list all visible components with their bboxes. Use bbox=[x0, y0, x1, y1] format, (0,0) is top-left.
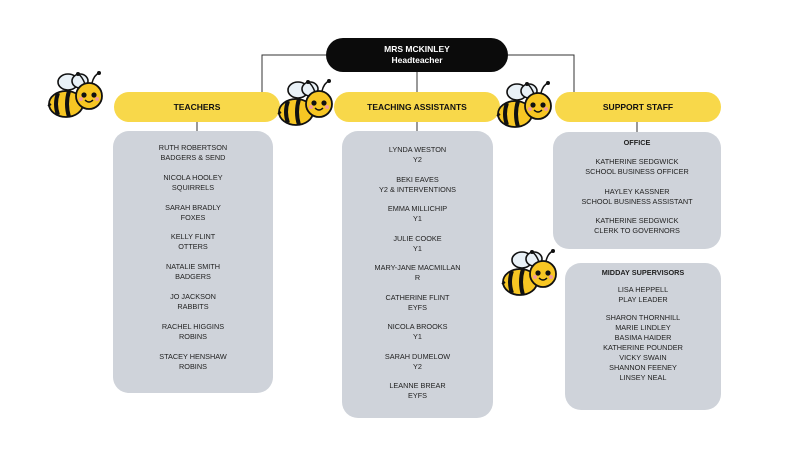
staff-role: OTTERS bbox=[178, 242, 208, 252]
staff-name: KATHERINE SEDGWICK bbox=[595, 157, 679, 166]
category-support-staff: SUPPORT STAFF bbox=[555, 92, 721, 122]
staff-name: RUTH ROBERTSON bbox=[158, 143, 228, 152]
staff-role: Y1 bbox=[413, 243, 422, 253]
staff-name: LISA HEPPELL bbox=[617, 285, 669, 294]
staff-role: Y2 & INTERVENTIONS bbox=[379, 184, 456, 194]
staff-name: LINSEY NEAL bbox=[619, 373, 667, 382]
staff-name: SARAH BRADLY bbox=[165, 202, 221, 212]
staff-name: STACEY HENSHAW bbox=[159, 351, 227, 361]
category-teaching-assistants: TEACHING ASSISTANTS bbox=[334, 92, 500, 122]
staff-name: NICOLA HOOLEY bbox=[163, 172, 223, 182]
supervisor-group: SHARON THORNHILL MARIE LINDLEY BASIMA HA… bbox=[603, 313, 683, 383]
staff-role: BADGERS & SEND bbox=[160, 153, 226, 162]
staff-role: ROBINS bbox=[179, 361, 207, 371]
staff-role: Y1 bbox=[413, 332, 422, 341]
staff-role: CLERK TO GOVERNORS bbox=[594, 226, 680, 236]
staff-name: LYNDA WESTON bbox=[388, 145, 447, 154]
staff-name: SARAH DUMELOW bbox=[384, 351, 451, 361]
staff-role: RABBITS bbox=[177, 301, 209, 311]
staff-name: BEKI EAVES bbox=[396, 174, 439, 184]
category-teachers: TEACHERS bbox=[114, 92, 280, 122]
staff-name: SHANNON FEENEY bbox=[609, 363, 677, 372]
staff-name: KATHERINE SEDGWICK bbox=[595, 216, 679, 226]
staff-role: SCHOOL BUSINESS OFFICER bbox=[585, 167, 689, 176]
bee-icon bbox=[47, 71, 103, 118]
staff-role: Y2 bbox=[413, 361, 422, 371]
staff-role: ROBINS bbox=[179, 331, 207, 341]
staff-name: MARIE LINDLEY bbox=[615, 323, 671, 332]
midday-title: MIDDAY SUPERVISORS bbox=[601, 268, 685, 277]
staff-name: LEANNE BREAR bbox=[389, 381, 446, 390]
staff-role: Y1 bbox=[413, 214, 422, 223]
headteacher-name: MRS MCKINLEY bbox=[384, 44, 450, 54]
office-title: OFFICE bbox=[623, 138, 651, 147]
staff-role: R bbox=[414, 273, 421, 282]
staff-name: KATHERINE POUNDER bbox=[603, 343, 683, 352]
staff-role: PLAY LEADER bbox=[618, 295, 668, 304]
staff-role: SQUIRRELS bbox=[171, 182, 215, 192]
staff-role: SCHOOL BUSINESS ASSISTANT bbox=[581, 196, 693, 206]
staff-name: BASIMA HAIDER bbox=[614, 333, 672, 342]
staff-name: VICKY SWAIN bbox=[619, 353, 667, 362]
staff-role: FOXES bbox=[180, 212, 206, 222]
staff-name: SHARON THORNHILL bbox=[605, 313, 681, 322]
bee-icon bbox=[501, 249, 557, 296]
staff-name: NICOLA BROOKS bbox=[387, 322, 448, 331]
headteacher-box: MRS MCKINLEY Headteacher bbox=[326, 38, 508, 72]
staff-name: JO JACKSON bbox=[170, 291, 216, 301]
staff-role: Y2 bbox=[413, 155, 422, 164]
staff-name: EMMA MILLICHIP bbox=[387, 204, 448, 213]
staff-name: KELLY FLINT bbox=[170, 232, 216, 242]
staff-name: CATHERINE FLINT bbox=[385, 292, 450, 302]
staff-name: JULIE COOKE bbox=[393, 233, 442, 243]
headteacher-role: Headteacher bbox=[391, 55, 443, 65]
staff-name: MARY-JANE MACMILLAN bbox=[374, 263, 461, 272]
staff-role: EYFS bbox=[407, 391, 428, 400]
bee-icon bbox=[277, 79, 333, 126]
staff-name: NATALIE SMITH bbox=[165, 262, 221, 272]
staff-role: BADGERS bbox=[175, 272, 211, 282]
bee-icon bbox=[496, 81, 552, 128]
staff-role: EYFS bbox=[407, 302, 428, 312]
staff-name: RACHEL HIGGINS bbox=[161, 321, 225, 331]
staff-name: HAYLEY KASSNER bbox=[604, 186, 670, 196]
